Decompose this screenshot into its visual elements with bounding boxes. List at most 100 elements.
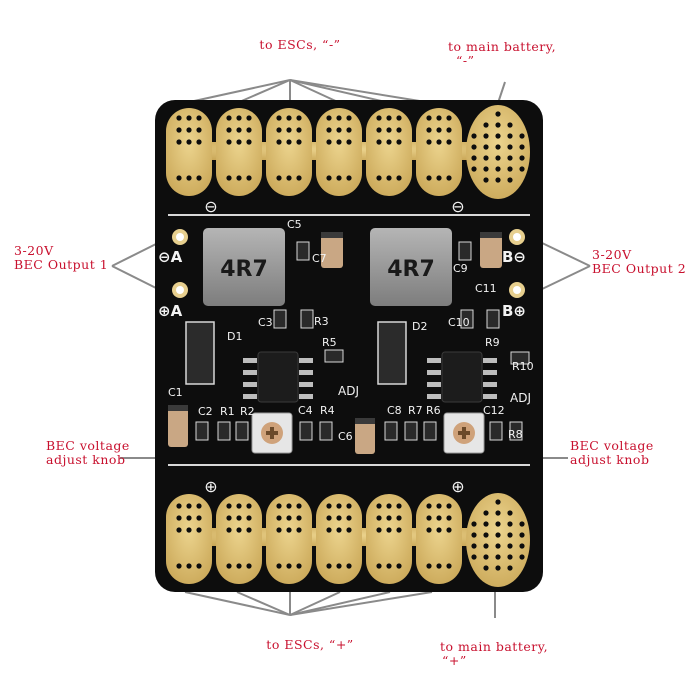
pad-hole xyxy=(495,155,501,161)
pad-hole xyxy=(346,527,352,533)
silk-r10: R10 xyxy=(512,360,534,373)
pad-hole xyxy=(396,527,402,533)
pad-hole xyxy=(326,503,332,509)
pad-hole xyxy=(236,175,242,181)
callout-adjust-knob-left-line2: adjust knob xyxy=(46,452,126,467)
pad-hole xyxy=(396,503,402,509)
pad-hole xyxy=(336,515,342,521)
pad-hole xyxy=(495,166,501,172)
pad-hole xyxy=(436,127,442,133)
pad-hole xyxy=(276,139,282,145)
pad-hole xyxy=(286,127,292,133)
pad-hole xyxy=(495,144,501,150)
pad-hole xyxy=(296,563,302,569)
pad-hole xyxy=(519,532,525,538)
silk-r5: R5 xyxy=(322,336,337,349)
pad-hole xyxy=(376,503,382,509)
pad-hole xyxy=(196,515,202,521)
pad-hole xyxy=(196,175,202,181)
pad-hole xyxy=(386,115,392,121)
smd-parts xyxy=(195,241,530,441)
pad-hole xyxy=(495,133,501,139)
pad-hole xyxy=(436,527,442,533)
pad-hole xyxy=(236,115,242,121)
pad-hole xyxy=(519,155,525,161)
pad-hole xyxy=(471,521,477,527)
pad-hole xyxy=(446,115,452,121)
pad-hole xyxy=(507,510,513,516)
pad-hole xyxy=(386,175,392,181)
pad-hole xyxy=(196,503,202,509)
pad-hole xyxy=(246,175,252,181)
pad-hole xyxy=(196,527,202,533)
callout-top-battery: to main battery, “-” xyxy=(448,40,556,68)
callout-bec-output-1-line2: BEC Output 1 xyxy=(14,257,109,272)
silk-r3: R3 xyxy=(314,315,329,328)
pad-hole xyxy=(376,115,382,121)
pad-hole xyxy=(483,532,489,538)
callout-bottom-escs: to ESCs, “+” xyxy=(240,638,380,652)
pad-hole xyxy=(276,115,282,121)
pad-hole xyxy=(483,155,489,161)
pad-hole xyxy=(426,115,432,121)
pad-hole xyxy=(196,127,202,133)
pad-hole xyxy=(507,177,513,183)
pad-hole xyxy=(483,510,489,516)
pad-hole xyxy=(386,139,392,145)
pad-hole xyxy=(376,515,382,521)
callout-adjust-knob-left-line1: BEC voltage xyxy=(46,438,130,453)
silk-c10: C10 xyxy=(448,316,470,329)
callout-bec-output-2: 3-20V BEC Output 2 xyxy=(592,248,686,276)
silk-output-b-minus: B⊖ xyxy=(502,248,526,266)
callout-bec-output-2-line1: 3-20V xyxy=(592,247,632,262)
pad-hole xyxy=(495,499,501,505)
pad-hole xyxy=(336,563,342,569)
callout-bec-output-1: 3-20V BEC Output 1 xyxy=(14,244,108,272)
pad-hole xyxy=(326,127,332,133)
pad-hole xyxy=(376,527,382,533)
silk-r4: R4 xyxy=(320,404,335,417)
pad-hole xyxy=(236,563,242,569)
pad-hole xyxy=(436,515,442,521)
pad-hole xyxy=(396,515,402,521)
battery-plus-pad xyxy=(466,493,530,587)
pad-hole xyxy=(186,563,192,569)
silk-r1: R1 xyxy=(220,405,235,418)
pad-hole xyxy=(495,122,501,128)
pad-hole xyxy=(246,115,252,121)
pad-hole xyxy=(396,127,402,133)
pad-hole xyxy=(286,515,292,521)
pad-hole xyxy=(246,503,252,509)
pad-hole xyxy=(176,563,182,569)
esc-minus-pad-4 xyxy=(316,108,362,196)
callout-bottom-battery-line1: to main battery, xyxy=(440,639,549,654)
silk-c4: C4 xyxy=(298,404,313,417)
adjust-knob-2[interactable] xyxy=(443,412,485,454)
pad-hole xyxy=(176,175,182,181)
pad-hole xyxy=(296,515,302,521)
bottom-pad-holes xyxy=(176,499,525,571)
pcb-board xyxy=(155,100,543,592)
pad-hole xyxy=(386,527,392,533)
pad-hole xyxy=(386,503,392,509)
silk-r2: R2 xyxy=(240,405,255,418)
pad-hole xyxy=(186,127,192,133)
pad-hole xyxy=(176,527,182,533)
pad-hole xyxy=(346,115,352,121)
callout-top-escs: to ESCs, “-” xyxy=(230,38,370,52)
pad-hole xyxy=(276,175,282,181)
pad-hole xyxy=(296,139,302,145)
pad-hole xyxy=(326,563,332,569)
esc-minus-pad-6 xyxy=(416,108,462,196)
inductor-1 xyxy=(203,228,285,306)
pad-hole xyxy=(446,175,452,181)
pad-hole xyxy=(495,521,501,527)
adjust-knob-1[interactable] xyxy=(251,412,293,454)
pad-hole xyxy=(326,115,332,121)
pad-hole xyxy=(236,527,242,533)
inductor-2 xyxy=(370,228,452,306)
silk-output-b-plus: B⊕ xyxy=(502,302,526,320)
pad-hole xyxy=(483,166,489,172)
pad-hole xyxy=(196,139,202,145)
